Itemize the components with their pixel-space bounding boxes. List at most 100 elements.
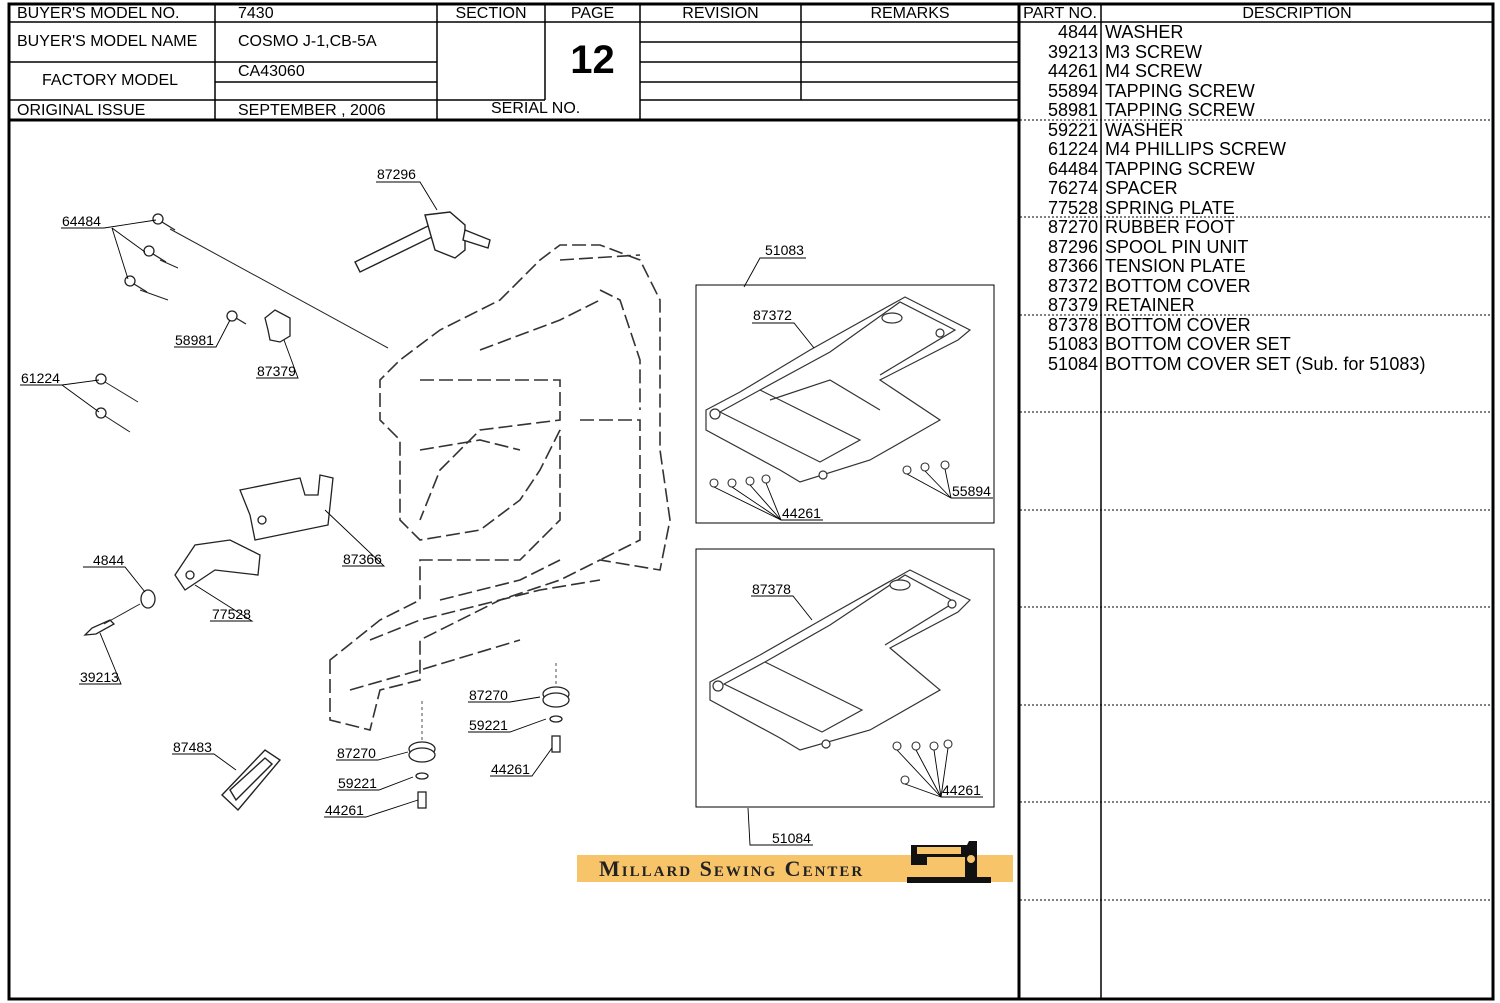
callout-87379: 87379 <box>257 363 296 379</box>
factory-model-value: CA43060 <box>238 63 305 80</box>
part-number: 39213 <box>1047 41 1098 62</box>
callout-77528: 77528 <box>212 606 251 622</box>
callout-59221-right: 59221 <box>469 717 508 733</box>
part-number: 51084 <box>1047 353 1098 374</box>
machine-frame-outline <box>329 244 671 731</box>
part-description: WASHER <box>1105 22 1184 42</box>
part-number: 4844 <box>1057 22 1098 42</box>
part-number: 44261 <box>1047 61 1098 81</box>
screws-61224 <box>95 373 139 433</box>
table-row: 87378 BOTTOM COVER <box>1022 314 1492 336</box>
sewing-machine-icon <box>907 841 991 883</box>
part-description: WASHER <box>1105 119 1184 140</box>
buyers-model-name-label: BUYER'S MODEL NAME <box>17 33 198 50</box>
callout-87270-right: 87270 <box>469 687 508 703</box>
part-description: TENSION PLATE <box>1105 256 1246 276</box>
table-row: 44261 M4 SCREW <box>1022 61 1492 82</box>
table-row: 39213 M3 SCREW <box>1022 41 1492 63</box>
part-description: TAPPING SCREW <box>1105 100 1255 120</box>
page-label: PAGE <box>570 5 615 22</box>
section-label: SECTION <box>455 5 527 22</box>
table-row: 59221 WASHER <box>1022 119 1492 141</box>
tension-plate-87366 <box>239 474 334 541</box>
part-number: 87296 <box>1047 236 1098 257</box>
spring-plate-77528 <box>174 539 261 591</box>
part-description: SPRING PLATE <box>1105 197 1235 218</box>
watermark-text: Millard Sewing Center <box>599 856 865 881</box>
callout-44261-set1: 44261 <box>782 505 821 521</box>
callout-64484: 64484 <box>62 213 101 229</box>
part-description: SPOOL PIN UNIT <box>1105 236 1249 257</box>
part-number: 87366 <box>1047 256 1098 276</box>
part-number: 77528 <box>1047 197 1098 218</box>
callout-87372: 87372 <box>753 307 792 323</box>
part-description: BOTTOM COVER <box>1105 314 1251 335</box>
factory-model-label: FACTORY MODEL <box>42 72 179 89</box>
callout-44261-right: 44261 <box>491 761 530 777</box>
part-number: 51083 <box>1047 334 1098 354</box>
part-no-header: PART NO. <box>1023 5 1097 22</box>
part-description: RETAINER <box>1105 295 1195 315</box>
description-header: DESCRIPTION <box>1242 5 1352 22</box>
screws-64484 <box>124 213 389 349</box>
callout-87483: 87483 <box>173 739 212 755</box>
callout-61224: 61224 <box>21 370 60 386</box>
callout-44261-set2: 44261 <box>942 782 981 798</box>
table-row: 87366 TENSION PLATE <box>1022 256 1492 277</box>
part-number: 87379 <box>1047 295 1098 315</box>
callout-87366: 87366 <box>343 551 382 567</box>
callout-44261-left: 44261 <box>325 802 364 818</box>
buyers-model-no-label: BUYER'S MODEL NO. <box>17 5 180 22</box>
remarks-label: REMARKS <box>870 5 950 22</box>
rubber-feet <box>408 660 570 809</box>
callout-51084: 51084 <box>772 830 811 846</box>
table-row: 58981 TAPPING SCREW <box>1022 100 1492 121</box>
table-row: 51084 BOTTOM COVER SET (Sub. for 51083) <box>1022 353 1492 375</box>
part-description: RUBBER FOOT <box>1105 217 1236 237</box>
callout-leaders <box>20 181 993 846</box>
part-description: BOTTOM COVER SET <box>1105 334 1291 354</box>
part-number: 61224 <box>1047 139 1098 159</box>
table-row: 76274 SPACER <box>1022 178 1492 199</box>
original-issue-value: SEPTEMBER , 2006 <box>238 102 386 119</box>
table-row: 61224 M4 PHILLIPS SCREW <box>1022 139 1492 160</box>
pad-87483 <box>221 749 282 812</box>
part-number: 76274 <box>1047 178 1098 198</box>
table-row: 87296 SPOOL PIN UNIT <box>1022 236 1492 258</box>
part-number: 87270 <box>1047 217 1098 237</box>
bottom-cover-87378 <box>709 569 972 751</box>
callout-4844: 4844 <box>93 552 124 568</box>
callout-59221-left: 59221 <box>338 775 377 791</box>
table-row: 64484 TAPPING SCREW <box>1022 158 1492 180</box>
retainer-87379 <box>226 309 291 343</box>
callout-39213: 39213 <box>80 669 119 685</box>
screws-bottom-cover-1 <box>709 460 950 488</box>
part-description: BOTTOM COVER <box>1105 275 1251 296</box>
original-issue-label: ORIGINAL ISSUE <box>17 102 146 119</box>
watermark-banner: Millard Sewing Center <box>577 841 1013 883</box>
part-description: BOTTOM COVER SET (Sub. for 51083) <box>1105 353 1426 374</box>
table-row: 51083 BOTTOM COVER SET <box>1022 334 1492 355</box>
washer-screw <box>83 589 156 636</box>
table-row: 87379 RETAINER <box>1022 295 1492 316</box>
part-description: SPACER <box>1105 178 1178 198</box>
part-description: TAPPING SCREW <box>1105 158 1255 179</box>
serial-no-label: SERIAL NO. <box>491 100 581 117</box>
part-description: M4 PHILLIPS SCREW <box>1105 139 1287 159</box>
table-row: 77528 SPRING PLATE <box>1022 197 1492 219</box>
callout-55894: 55894 <box>952 483 991 499</box>
callout-51083: 51083 <box>765 242 804 258</box>
part-description: M3 SCREW <box>1105 41 1203 62</box>
callout-87296: 87296 <box>377 166 416 182</box>
part-number: 87378 <box>1047 314 1098 335</box>
spool-pin-unit <box>354 211 491 273</box>
bottom-cover-87372 <box>705 296 972 483</box>
table-row: 4844 WASHER <box>1022 22 1492 43</box>
part-number: 64484 <box>1047 158 1098 179</box>
part-description: M4 SCREW <box>1105 61 1203 81</box>
callout-87270-left: 87270 <box>337 745 376 761</box>
part-number: 58981 <box>1047 100 1098 120</box>
part-number: 59221 <box>1047 119 1098 140</box>
